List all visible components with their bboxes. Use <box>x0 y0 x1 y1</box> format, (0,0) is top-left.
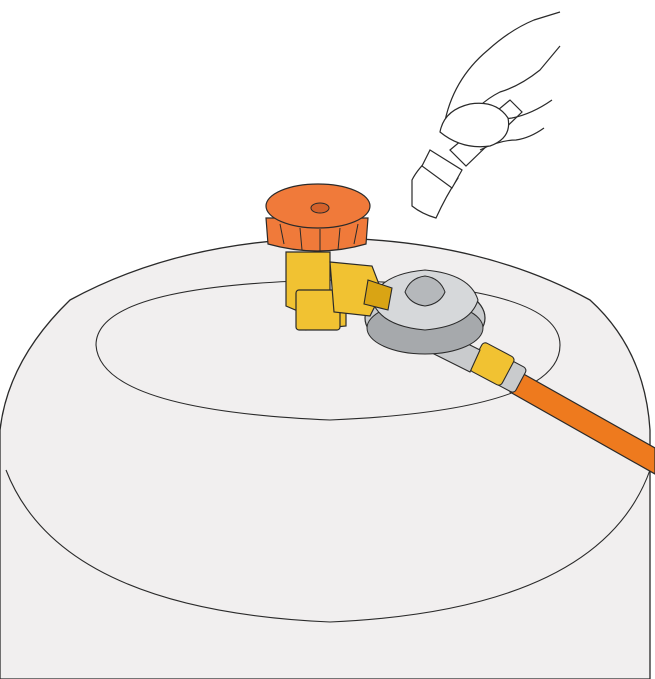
hand-with-brush <box>412 12 560 218</box>
handwheel-center-hole <box>311 203 329 213</box>
hand-palm <box>440 103 509 146</box>
valve-handwheel <box>266 184 370 252</box>
